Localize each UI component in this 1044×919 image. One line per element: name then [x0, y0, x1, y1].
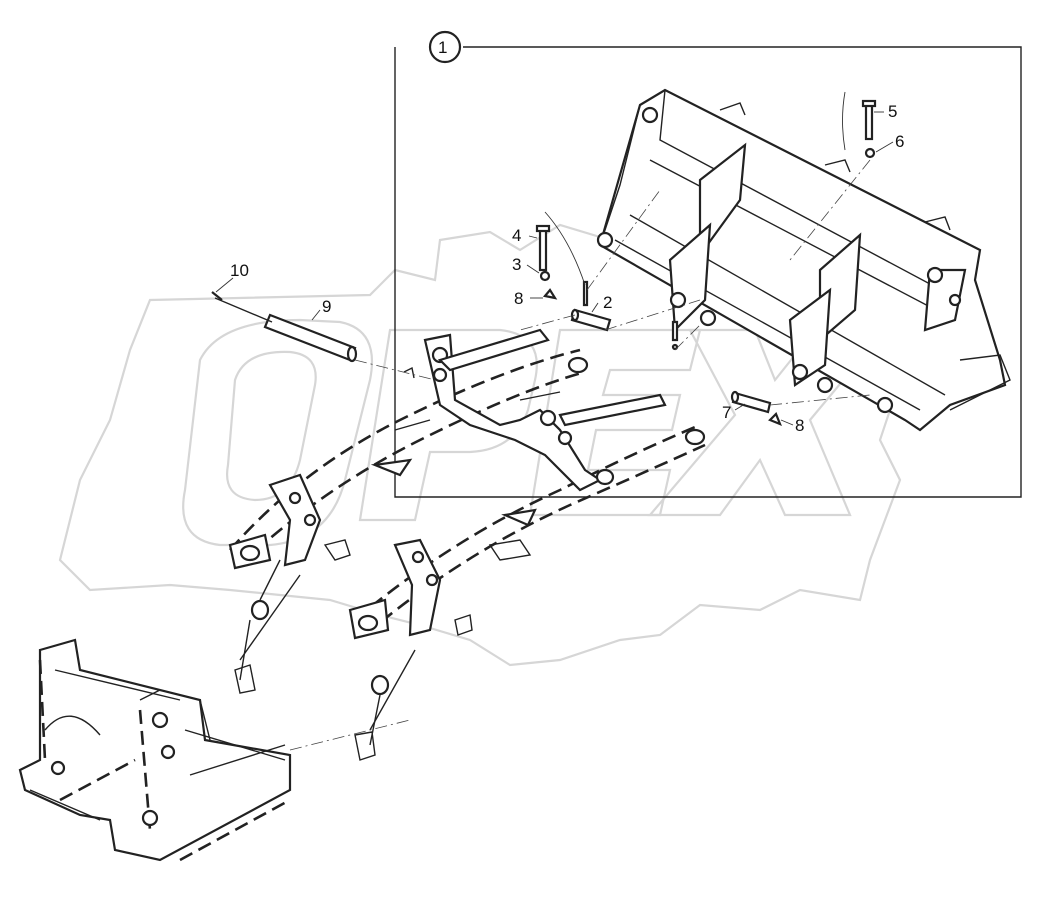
callout-4: 4: [512, 226, 521, 245]
group-1-callout-circle: [428, 30, 462, 64]
bolt-4: [538, 226, 548, 272]
bolt-5: [864, 101, 874, 141]
group-1-boundary: [394, 46, 1022, 498]
links: [234, 539, 532, 761]
grease-nipple-8b: [768, 412, 782, 426]
callout-6: 6: [895, 132, 904, 151]
callout-5: 5: [888, 102, 897, 121]
callout-1: 1: [438, 38, 447, 57]
grease-nipple-8a: [542, 288, 558, 300]
callout-8a: 8: [514, 289, 523, 308]
nut-6: [864, 147, 876, 159]
callout-9: 9: [322, 297, 331, 316]
bucket: [596, 88, 1011, 432]
callout-3: 3: [512, 255, 521, 274]
nut-3: [539, 270, 551, 282]
mounting-frame: [18, 638, 292, 862]
callout-10: 10: [230, 261, 249, 280]
loose-parts: [211, 99, 877, 426]
callouts: 1 2 3 4 5 6 7 8 8 9 10: [230, 38, 904, 435]
linch-pin-10: [211, 291, 223, 301]
callout-8b: 8: [795, 416, 804, 435]
callout-7: 7: [722, 403, 731, 422]
callout-2: 2: [603, 293, 612, 312]
lift-arms: [228, 328, 706, 696]
leader-lines: [215, 91, 894, 751]
